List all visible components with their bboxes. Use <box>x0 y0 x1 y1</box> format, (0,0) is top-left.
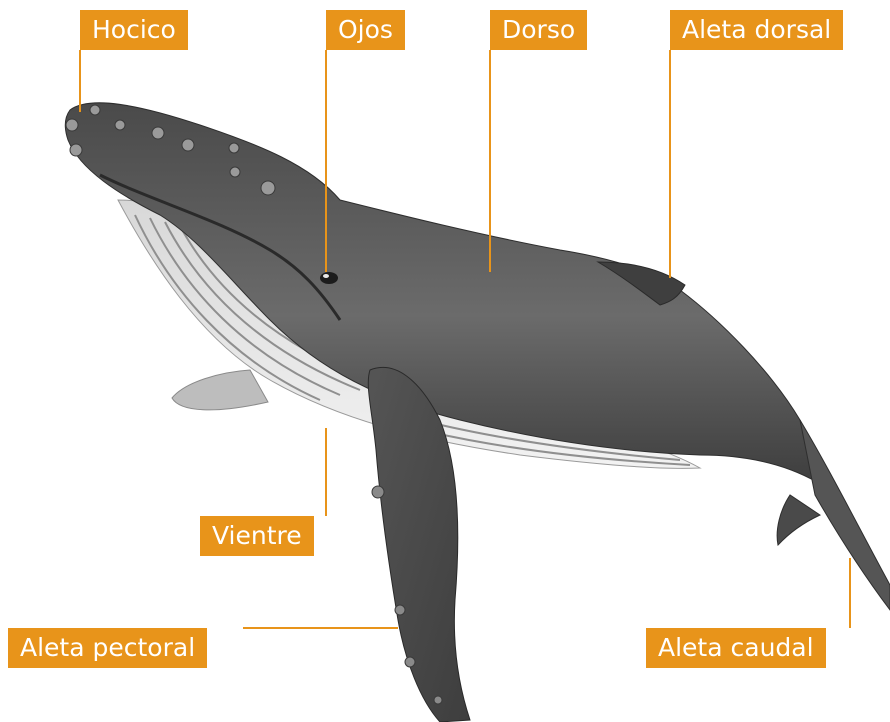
label-snout: Hocico <box>80 10 188 50</box>
label-pectoral-fin: Aleta pectoral <box>8 628 207 668</box>
label-belly: Vientre <box>200 516 314 556</box>
label-eyes: Ojos <box>326 10 405 50</box>
whale-eye <box>320 272 338 284</box>
tail-fluke <box>777 495 820 545</box>
label-tail-fin: Aleta caudal <box>646 628 826 668</box>
label-dorsal-fin: Aleta dorsal <box>670 10 843 50</box>
label-back: Dorso <box>490 10 587 50</box>
far-pectoral-fin <box>172 370 268 410</box>
